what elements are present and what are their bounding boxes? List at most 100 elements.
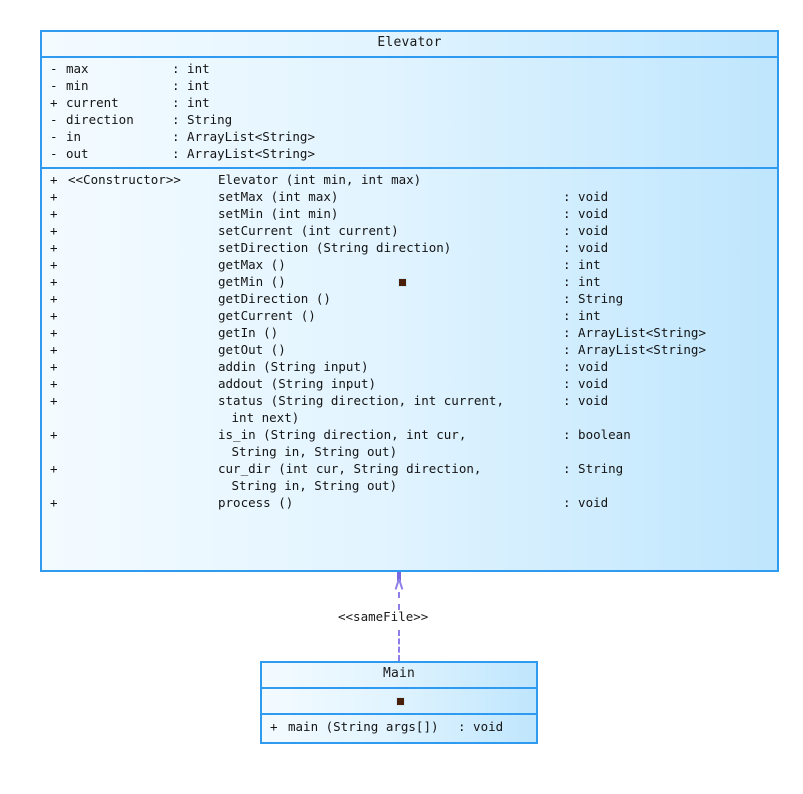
method-signature: cur_dir (int cur, String direction, [218,461,482,476]
attribute-name: out [66,146,89,161]
method-row: + getIn () : ArrayList<String> [42,325,777,342]
attributes-compartment-elevator: - max : int - min : int + current : int … [42,56,777,167]
attribute-visibility: - [50,78,58,93]
attribute-visibility: - [50,61,58,76]
method-signature: addin (String input) [218,359,369,374]
method-visibility: + [50,274,58,289]
method-visibility: + [270,719,278,734]
method-signature: setMax (int max) [218,189,339,204]
method-visibility: + [50,325,58,340]
connector-line-lower [398,630,400,661]
method-signature: main (String args[]) [288,719,439,734]
method-visibility: + [50,342,58,357]
method-return-type: : void [563,495,609,510]
method-signature-continuation: String in, String out) [42,478,777,495]
method-return-type: : void [563,206,609,221]
attribute-visibility: + [50,95,58,110]
attribute-row: - min : int [42,78,777,95]
method-signature-wrap: String in, String out) [224,478,398,493]
method-signature: is_in (String direction, int cur, [218,427,467,442]
method-signature: setCurrent (int current) [218,223,399,238]
method-visibility: + [50,189,58,204]
method-visibility: + [50,376,58,391]
method-visibility: + [50,359,58,374]
attribute-name: current [66,95,119,110]
method-signature-wrap: String in, String out) [224,444,398,459]
methods-compartment-main: + main (String args[]) : void [262,713,536,740]
method-return-type: : int [563,274,601,289]
method-stereotype: <<Constructor>> [68,172,181,187]
attribute-row: - in : ArrayList<String> [42,129,777,146]
method-return-type: : void [563,359,609,374]
attribute-row: + current : int [42,95,777,112]
method-signature: getDirection () [218,291,331,306]
method-row: + getOut () : ArrayList<String> [42,342,777,359]
attribute-type: : ArrayList<String> [172,146,315,161]
method-signature: Elevator (int min, int max) [218,172,422,187]
selection-marker-main [396,697,405,706]
method-visibility: + [50,223,58,238]
attribute-type: : int [172,78,210,93]
method-signature-continuation: int next) [42,410,777,427]
method-row: + cur_dir (int cur, String direction, : … [42,461,777,478]
method-row: + getMin () : int [42,274,777,291]
attribute-name: min [66,78,89,93]
method-row: + setMin (int min) : void [42,206,777,223]
class-title-main: Main [382,666,416,681]
attribute-name: max [66,61,89,76]
method-signature-wrap: int next) [224,410,300,425]
method-visibility: + [50,495,58,510]
connector-arrow-stem [397,572,401,581]
method-visibility: + [50,461,58,476]
connector-label: <<sameFile>> [338,609,429,624]
class-box-elevator[interactable]: Elevator - max : int - min : int + curre… [40,30,779,572]
attribute-row: - out : ArrayList<String> [42,146,777,163]
attribute-type: : ArrayList<String> [172,129,315,144]
method-return-type: : ArrayList<String> [563,325,706,340]
method-return-type: : String [563,291,624,306]
method-row: + addout (String input) : void [42,376,777,393]
class-name-compartment-elevator: Elevator [42,32,777,56]
method-signature: setMin (int min) [218,206,339,221]
method-signature: addout (String input) [218,376,377,391]
method-return-type: : boolean [563,427,631,442]
method-signature: status (String direction, int current, [218,393,504,408]
method-signature: getIn () [218,325,279,340]
method-visibility: + [50,257,58,272]
method-return-type: : void [563,240,609,255]
method-visibility: + [50,427,58,442]
method-return-type: : void [563,393,609,408]
method-return-type: : void [563,189,609,204]
class-box-main[interactable]: Main + main (String args[]) : void [260,661,538,744]
method-row: + process () : void [42,495,777,512]
class-title-elevator: Elevator [377,35,442,50]
method-row: + is_in (String direction, int cur, : bo… [42,427,777,444]
method-row: + addin (String input) : void [42,359,777,376]
method-signature: getCurrent () [218,308,316,323]
method-visibility: + [50,393,58,408]
attribute-name: direction [66,112,134,127]
method-signature: setDirection (String direction) [218,240,452,255]
method-return-type: : void [563,223,609,238]
attribute-row: - direction : String [42,112,777,129]
attribute-name: in [66,129,82,144]
method-signature: process () [218,495,294,510]
methods-compartment-elevator: + <<Constructor>> Elevator (int min, int… [42,167,777,516]
method-signature: getMin () [218,274,286,289]
attribute-type: : String [172,112,233,127]
method-row: + setDirection (String direction) : void [42,240,777,257]
method-return-type: : int [563,308,601,323]
method-visibility: + [50,308,58,323]
method-row: + getCurrent () : int [42,308,777,325]
method-row: + main (String args[]) : void [262,719,536,736]
method-row: + setCurrent (int current) : void [42,223,777,240]
method-signature-continuation: String in, String out) [42,444,777,461]
connector-line-upper [398,592,400,610]
method-row: + <<Constructor>> Elevator (int min, int… [42,172,777,189]
attributes-compartment-main [262,687,536,713]
method-return-type: : String [563,461,624,476]
method-visibility: + [50,172,58,187]
class-name-compartment-main: Main [262,663,536,687]
method-row: + setMax (int max) : void [42,189,777,206]
method-return-type: : ArrayList<String> [563,342,706,357]
